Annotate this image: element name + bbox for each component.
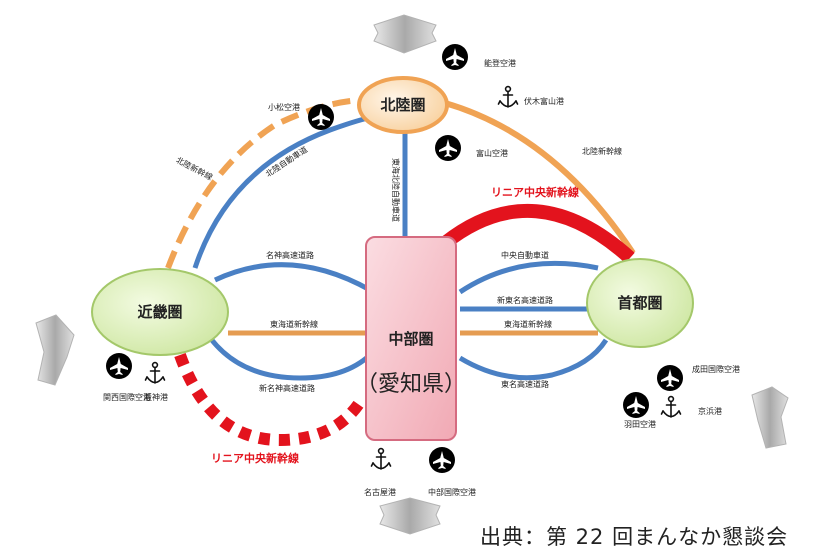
keihin-port-anchor-icon	[660, 395, 682, 418]
chubu-airport-label: 中部国際空港	[428, 487, 476, 497]
tokaido-left-label: 東海道新幹線	[270, 319, 318, 329]
tokaido-right-label: 東海道新幹線	[504, 319, 552, 329]
hokuriku-shinkansen-left-label: 北陸新幹線	[174, 155, 214, 183]
chubu-airport-plane-icon	[429, 447, 455, 473]
tokai-hokuriku-expressway-label: 東海北陸自動車道	[391, 158, 401, 222]
haneda-airport-label: 羽田空港	[624, 419, 656, 429]
arrow-north-icon	[373, 14, 437, 54]
hokuriku-shinkansen-west-line	[165, 97, 361, 270]
hokuriku-label: 北陸圏	[380, 96, 425, 114]
kinki-label: 近畿圏	[137, 303, 182, 321]
toyama-airport-label: 富山空港	[476, 148, 508, 158]
nagoya-port-label: 名古屋港	[364, 487, 396, 497]
meishin-label: 名神高速道路	[266, 250, 314, 260]
meishin-expressway-line	[213, 262, 372, 293]
shin-tomei-label: 新東名高速道路	[497, 295, 553, 305]
hokuriku-expressway-line	[192, 115, 369, 269]
noto-airport-plane-icon	[442, 44, 468, 70]
linear-top-label: リニア中央新幹線	[491, 185, 579, 199]
kansai-airport-plane-icon	[106, 353, 132, 379]
kobe-port-label: 阪神港	[144, 392, 168, 402]
kobe-port-anchor-icon	[144, 361, 166, 384]
chuo-expressway-label: 中央自動車道	[501, 250, 549, 260]
source-citation: 出典：第 22 回まんなか懇談会	[480, 525, 789, 547]
komatsu-airport-label: 小松空港	[268, 102, 300, 112]
shutoken-region-node	[586, 258, 694, 348]
arrow-east-icon	[751, 386, 789, 449]
tomei-label: 東名高速道路	[501, 379, 549, 389]
komatsu-airport-plane-icon	[308, 104, 334, 130]
haneda-airport-plane-icon	[623, 392, 649, 418]
linear-shinkansen-top-line	[440, 203, 635, 264]
chubu-label: 中部圏	[388, 330, 433, 348]
linear-bottom-label: リニア中央新幹線	[211, 451, 299, 465]
toyama-airport-plane-icon	[435, 135, 461, 161]
noto-airport-label: 能登空港	[484, 58, 516, 68]
shutoken-label: 首都圏	[617, 294, 662, 312]
chubu-region-node	[365, 236, 457, 441]
arrow-south-icon	[379, 497, 441, 535]
shin-meishin-expressway-line	[197, 320, 372, 381]
hokuriku-region-node	[357, 76, 449, 134]
fushiki-toyama-port-anchor-icon	[497, 85, 519, 108]
narita-airport-plane-icon	[657, 365, 683, 391]
chuo-expressway-line	[458, 260, 599, 295]
tomei-expressway-line	[458, 338, 609, 381]
hokuriku-shinkansen-right-label: 北陸新幹線	[582, 146, 622, 156]
keihin-port-label: 京浜港	[698, 406, 722, 416]
kansai-airport-label: 関西国際空港	[103, 392, 151, 402]
kinki-region-node	[91, 268, 229, 356]
shin-meishin-label: 新名神高速道路	[259, 383, 315, 393]
fushiki-toyama-port-label: 伏木富山港	[524, 96, 564, 106]
arrow-west-icon	[35, 314, 75, 386]
chubu-sub-label: （愛知県）	[356, 372, 466, 397]
nagoya-port-anchor-icon	[370, 447, 392, 470]
hokuriku-shinkansen-east-line	[444, 100, 636, 255]
linear-shinkansen-bottom-line	[174, 353, 366, 447]
narita-airport-label: 成田国際空港	[692, 364, 740, 374]
